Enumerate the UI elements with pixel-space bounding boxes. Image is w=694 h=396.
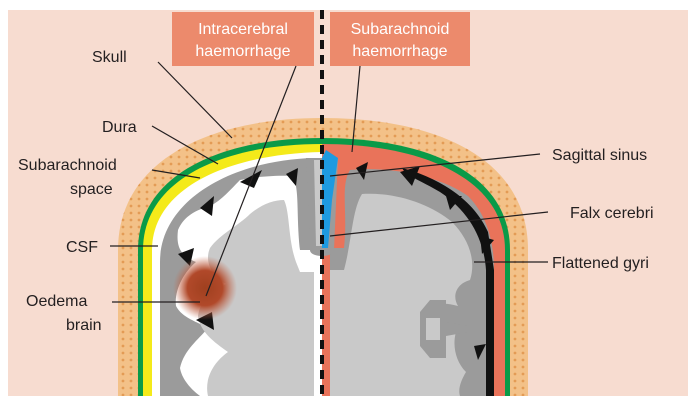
header-subarachnoid-line2: haemorrhage: [352, 43, 447, 60]
label-oedema-line1: Oedema: [26, 293, 87, 310]
label-subarachnoid-line1: Subarachnoid: [18, 157, 117, 174]
label-skull: Skull: [92, 49, 127, 66]
label-flattened-gyri: Flattened gyri: [552, 255, 649, 272]
label-dura: Dura: [102, 119, 137, 136]
header-intracerebral-line2: haemorrhage: [195, 43, 290, 60]
header-intracerebral-line1: Intracerebral: [198, 21, 288, 38]
label-subarachnoid-line2: space: [70, 181, 113, 198]
header-subarachnoid-line1: Subarachnoid: [351, 21, 450, 38]
intracerebral-haematoma: [173, 256, 237, 320]
label-sagittal-sinus: Sagittal sinus: [552, 147, 647, 164]
label-falx-cerebri: Falx cerebri: [570, 205, 654, 222]
label-oedema-line2: brain: [66, 317, 102, 334]
label-csf: CSF: [66, 239, 98, 256]
